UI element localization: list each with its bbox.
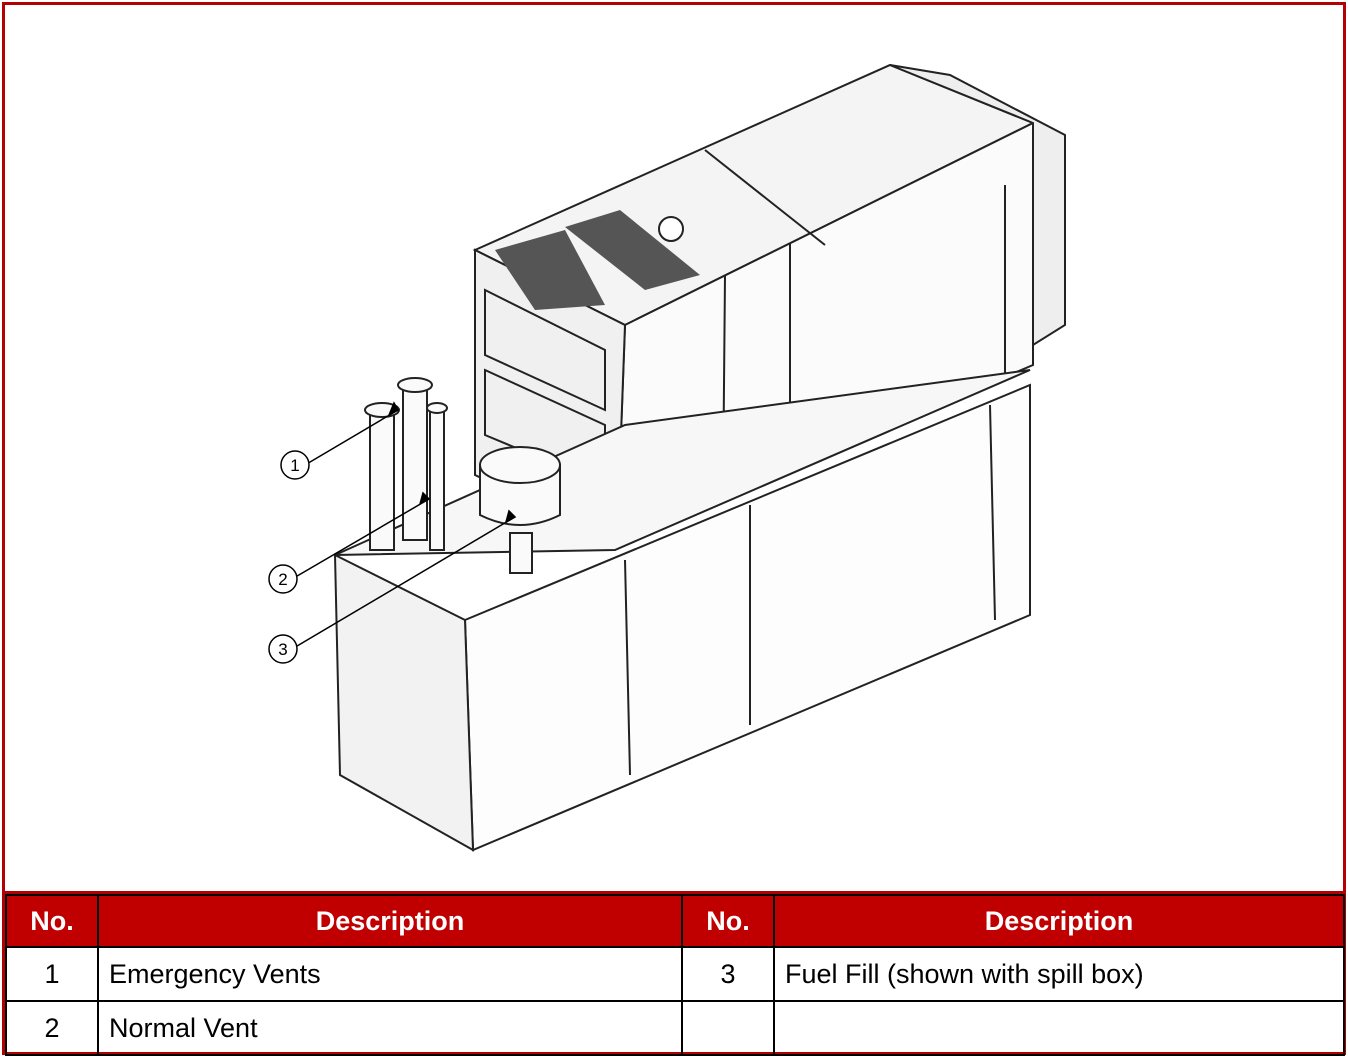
emergency-vent-pipe xyxy=(369,409,395,551)
fuel-tank-end xyxy=(333,553,475,852)
emergency-vent-pipe xyxy=(402,384,428,541)
legend-description xyxy=(773,1000,1345,1056)
callout-2-circle xyxy=(268,564,298,594)
header-description-right: Description xyxy=(773,894,1345,948)
legend-row: 1 Emergency Vents 3 Fuel Fill (shown wit… xyxy=(5,946,1345,1002)
legend-no: 2 xyxy=(5,1000,99,1056)
header-description-left: Description xyxy=(97,894,683,948)
callout-1-circle xyxy=(280,450,310,480)
normal-vent-pipe xyxy=(429,409,445,551)
generator-drawing: 1 2 3 xyxy=(268,63,1066,852)
legend-description: Emergency Vents xyxy=(97,946,683,1002)
fuel-fill-pipe xyxy=(509,532,533,574)
legend-description: Fuel Fill (shown with spill box) xyxy=(773,946,1345,1002)
normal-vent-cap xyxy=(426,402,448,414)
callout-2-label: 2 xyxy=(278,570,287,589)
legend-row: 2 Normal Vent xyxy=(5,1000,1345,1056)
legend-no: 1 xyxy=(5,946,99,1002)
header-no-left: No. xyxy=(5,894,99,948)
generator-illustration: 1 2 3 xyxy=(5,5,1343,894)
legend-no: 3 xyxy=(681,946,775,1002)
emergency-vent-cap xyxy=(397,377,433,393)
legend-table: No. Description No. Description 1 Emerge… xyxy=(5,894,1345,1056)
legend-header-row: No. Description No. Description xyxy=(5,894,1345,948)
callout-3-circle xyxy=(268,634,298,664)
legend-description: Normal Vent xyxy=(97,1000,683,1056)
callout-3-label: 3 xyxy=(278,640,287,659)
radiator-hood xyxy=(889,64,1066,347)
legend-no xyxy=(681,1000,775,1056)
spill-box-rim xyxy=(479,446,561,484)
header-no-right: No. xyxy=(681,894,775,948)
callout-1-label: 1 xyxy=(290,456,299,475)
